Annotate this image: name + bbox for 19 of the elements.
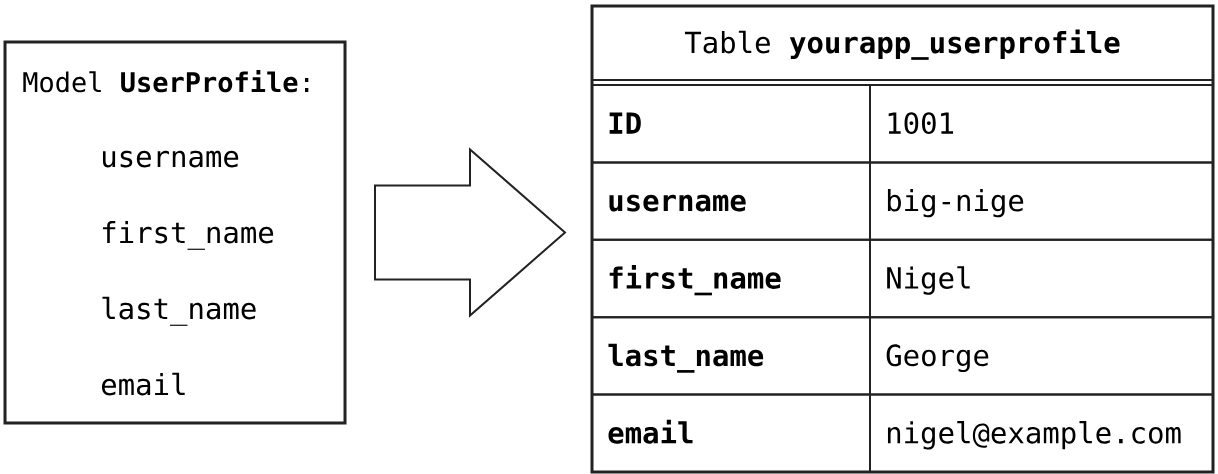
table-cell: first_name — [591, 238, 871, 319]
field-name: last_name — [102, 296, 256, 326]
model-heading: Model UserProfile: — [23, 70, 309, 93]
table-cell: last_name — [591, 316, 871, 396]
table-cell: big-nige — [869, 161, 1214, 241]
table-cell: ID — [591, 84, 871, 164]
table-cell: nigel@example.com — [869, 393, 1214, 473]
table-cell: Nigel — [869, 238, 1214, 319]
table-cell: George — [869, 316, 1214, 396]
table-cell: username — [591, 161, 871, 241]
field-name: username — [103, 150, 239, 168]
table-heading: Table yourapp_userprofile — [591, 5, 1214, 81]
field-name: first_name — [103, 220, 274, 250]
model-box — [3, 40, 347, 425]
table-cell: 1001 — [869, 84, 1214, 164]
field-name: email — [101, 372, 185, 396]
data-table — [590, 4, 1215, 474]
table-cell: email — [591, 393, 871, 473]
block-arrow — [374, 147, 567, 318]
